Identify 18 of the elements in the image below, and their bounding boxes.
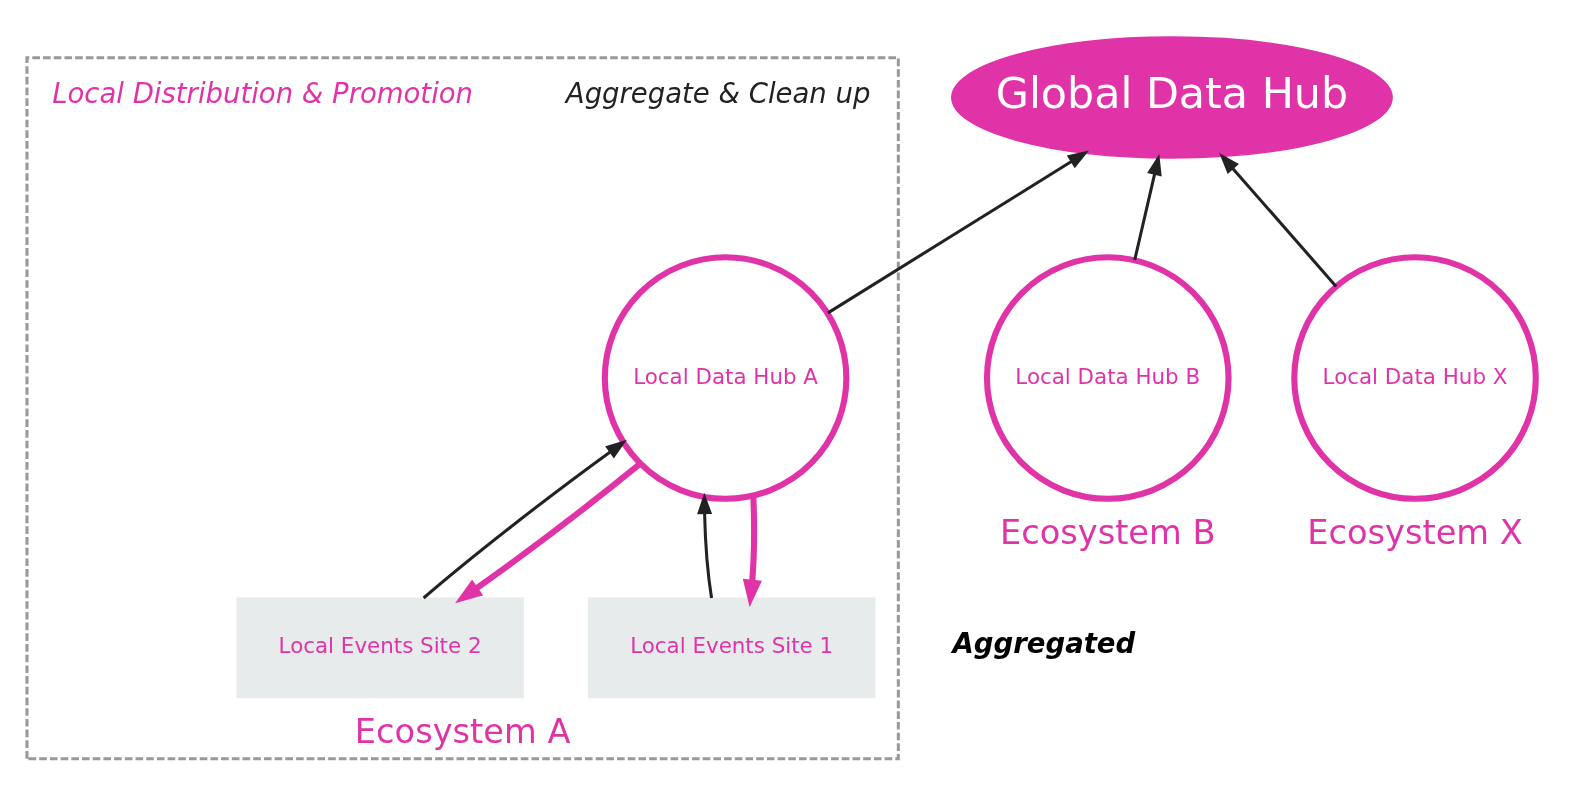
arrow [422,439,627,599]
node-circle: Local Data Hub B [983,253,1232,502]
arrow [742,495,762,607]
label: Aggregated [952,626,1136,659]
node-box: Local Events Site 2 [236,596,524,698]
arrow [697,492,714,598]
node-circle: Local Data Hub X [1291,253,1539,502]
label: Local Distribution & Promotion [52,76,474,109]
arrow [455,460,643,603]
arrow [1133,153,1162,260]
arrow [827,150,1089,314]
node-label: Ecosystem B [999,512,1216,552]
label: Aggregate & Clean up [565,76,871,109]
node-circle: Local Data Hub A [601,253,850,502]
node-box: Local Events Site 1 [588,596,876,698]
node-ellipse: Global Data Hub [951,35,1393,159]
arrow [1219,152,1338,287]
node-label: Ecosystem X [1307,512,1523,552]
